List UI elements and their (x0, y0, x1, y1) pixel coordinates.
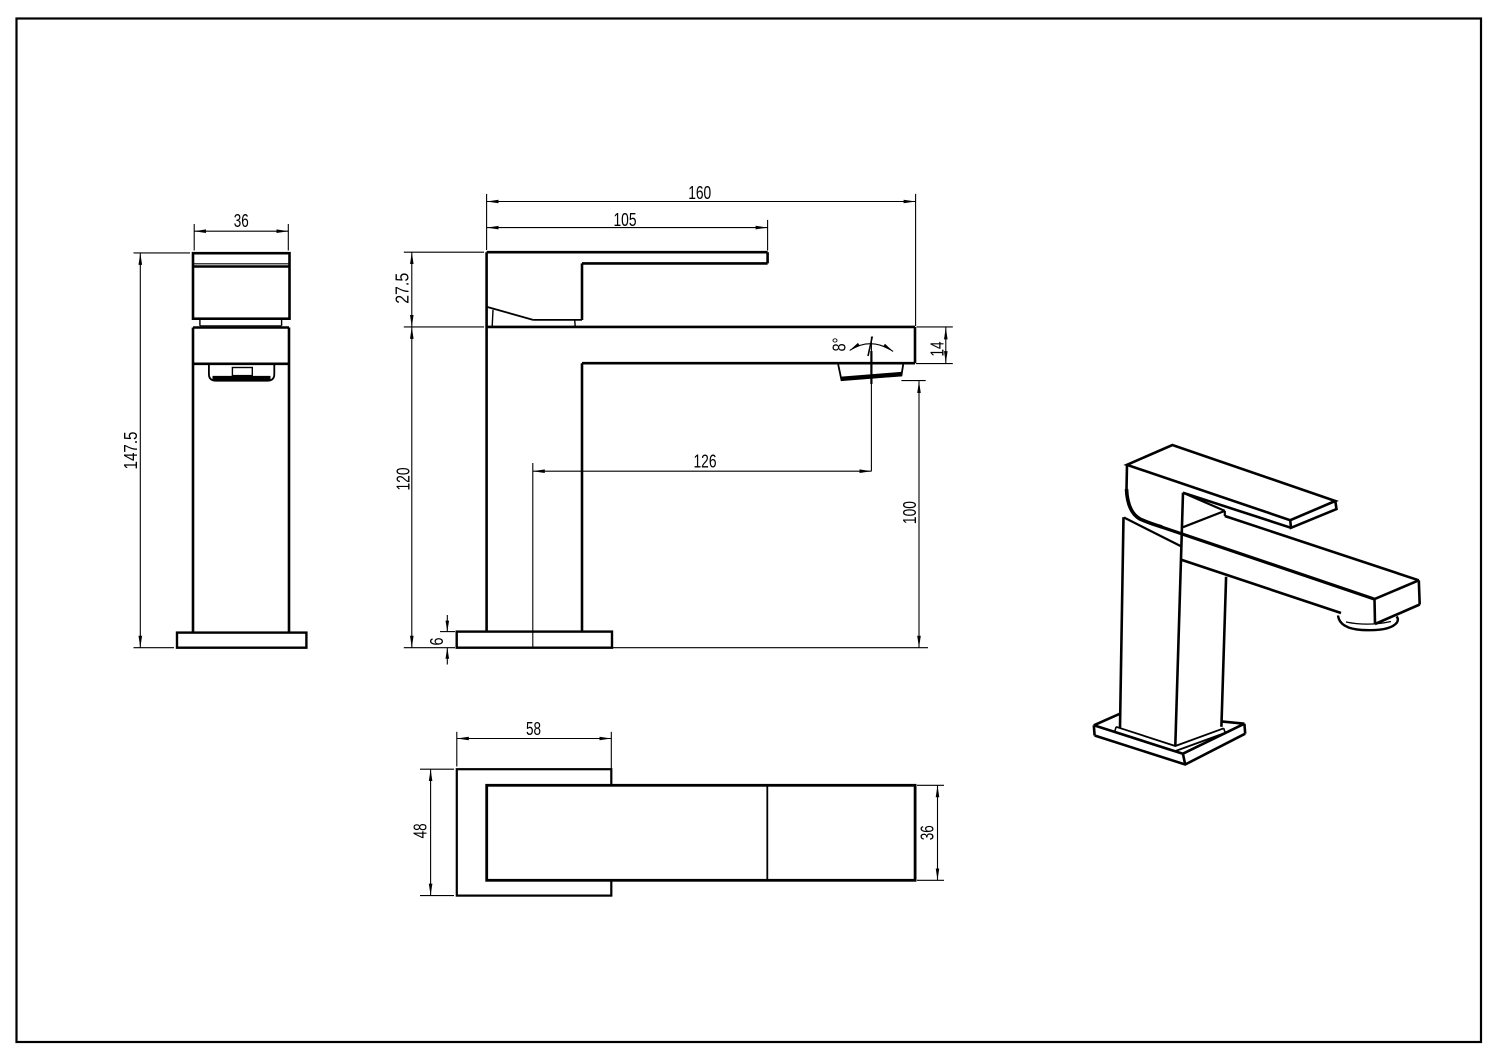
svg-text:14: 14 (928, 342, 948, 357)
svg-text:8°: 8° (830, 338, 850, 352)
svg-text:48: 48 (411, 823, 431, 838)
svg-text:58: 58 (526, 719, 541, 739)
svg-text:105: 105 (614, 210, 637, 230)
svg-text:100: 100 (900, 501, 920, 524)
svg-text:147.5: 147.5 (121, 432, 141, 470)
svg-text:160: 160 (688, 183, 711, 203)
svg-text:36: 36 (234, 211, 249, 231)
svg-text:27.5: 27.5 (392, 273, 412, 304)
svg-text:6: 6 (427, 638, 447, 646)
svg-text:36: 36 (918, 825, 938, 840)
svg-text:120: 120 (394, 468, 414, 491)
svg-text:126: 126 (694, 452, 717, 472)
